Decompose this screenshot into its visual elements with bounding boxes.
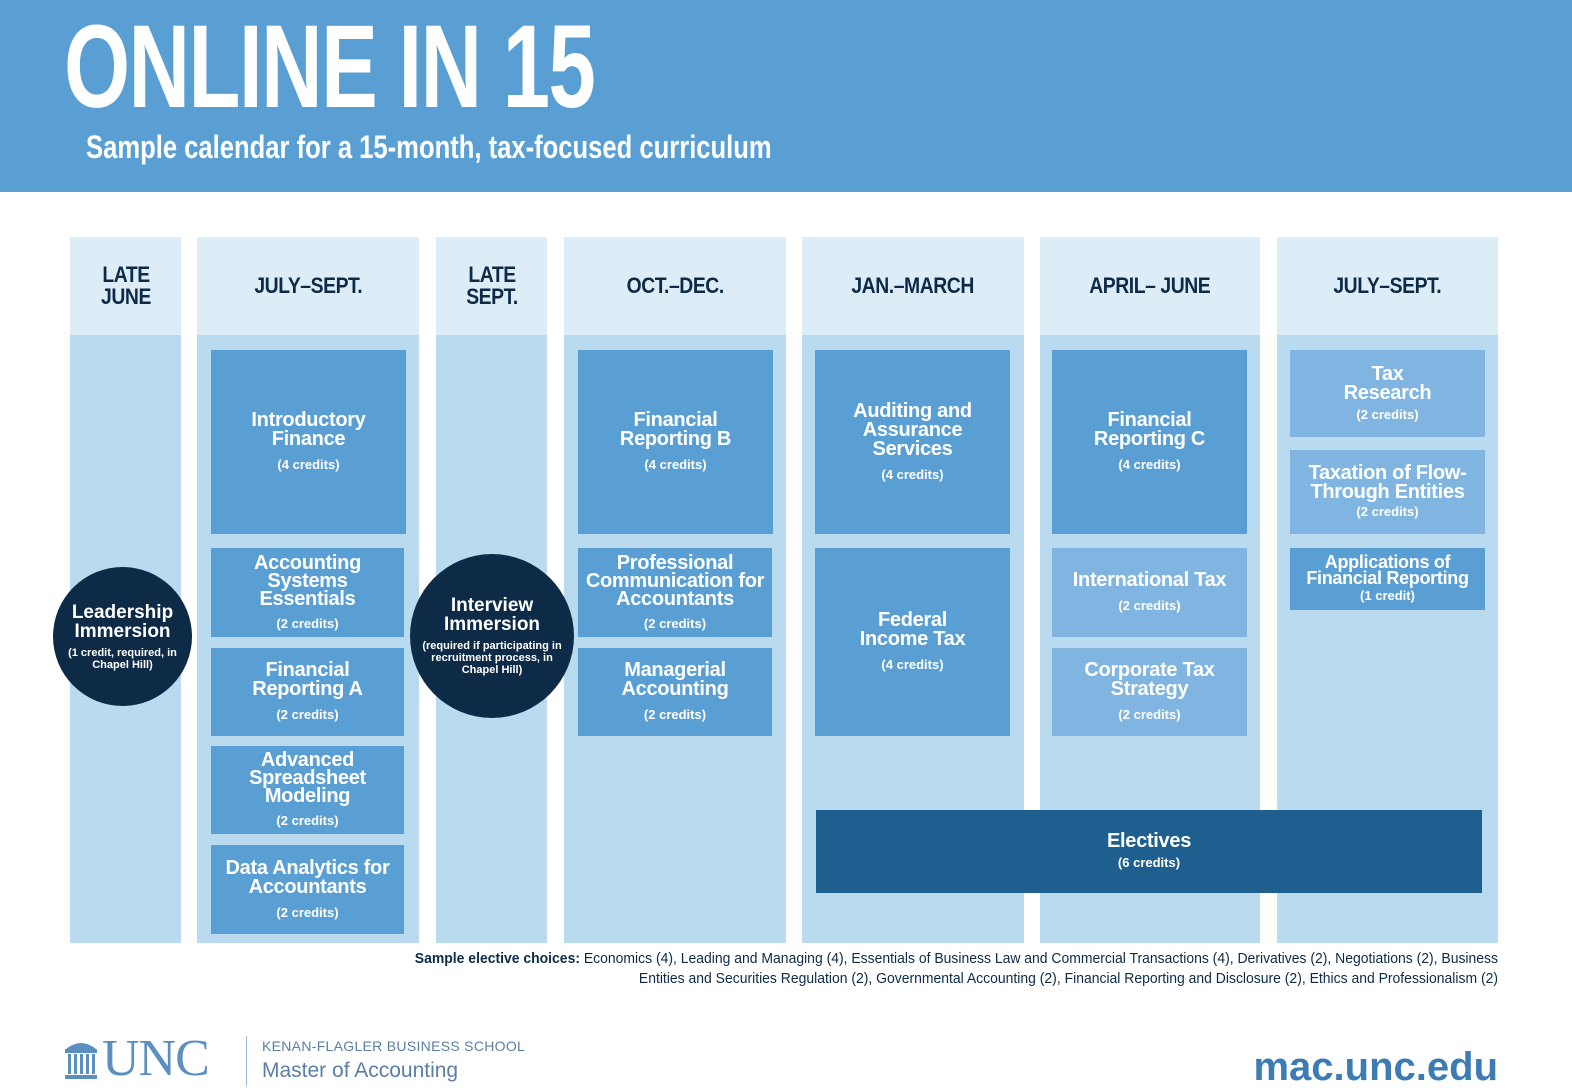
course-name: Advanced Spreadsheet Modeling: [249, 749, 366, 807]
course-credits: (2 credits): [276, 615, 339, 631]
course-credits: (4 credits): [1118, 457, 1181, 472]
column-header: LATE JUNE: [70, 237, 181, 335]
electives-name: Electives: [1106, 830, 1192, 852]
course-name: Data Analytics for Accountants: [225, 856, 390, 898]
course-credits: (2 credits): [1118, 598, 1181, 613]
course-auditing-assurance: Auditing and Assurance Services (4 credi…: [815, 350, 1010, 534]
column-header: JAN.–MARCH: [802, 237, 1024, 335]
course-credits: (2 credits): [1356, 406, 1419, 422]
course-name: Financial Reporting B: [619, 409, 732, 450]
course-credits: (2 credits): [1356, 504, 1419, 519]
page-subtitle: Sample calendar for a 15-month, tax-focu…: [86, 129, 772, 165]
immersion-name: Interview Immersion: [443, 595, 541, 635]
course-credits: (4 credits): [881, 466, 944, 482]
course-financial-reporting-a: Financial Reporting A (2 credits): [211, 648, 404, 736]
leadership-immersion-circle: Leadership Immersion (1 credit, required…: [53, 567, 192, 706]
unc-wordmark: UNC: [102, 1030, 210, 1087]
column-label: LATE SEPT.: [465, 262, 518, 309]
course-name: Auditing and Assurance Services: [853, 399, 972, 460]
course-credits: (2 credits): [1118, 707, 1181, 722]
sample-elective-choices: Sample elective choices: Economics (4), …: [365, 949, 1498, 989]
old-well-icon: [65, 1043, 97, 1079]
course-name: Federal Income Tax: [859, 609, 966, 650]
course-financial-reporting-b: Financial Reporting B (4 credits): [578, 350, 773, 534]
program-name: Master of Accounting: [262, 1059, 459, 1082]
course-managerial-accounting: Managerial Accounting (2 credits): [578, 648, 772, 736]
header-banner: ONLINE IN 15 Sample calendar for a 15-mo…: [0, 0, 1572, 192]
course-name: Professional Communication for Accountan…: [585, 551, 765, 610]
course-name: Introductory Finance: [251, 409, 366, 450]
course-professional-communication: Professional Communication for Accountan…: [578, 548, 772, 637]
column-header: JULY–SEPT.: [1277, 237, 1498, 335]
course-credits: (1 credit): [1360, 588, 1415, 603]
course-name: Corporate Tax Strategy: [1084, 659, 1215, 700]
course-credits: (2 credits): [643, 615, 707, 631]
school-name: KENAN-FLAGLER BUSINESS SCHOOL: [262, 1038, 526, 1054]
column-label: JAN.–MARCH: [851, 273, 975, 298]
course-advanced-spreadsheet-modeling: Advanced Spreadsheet Modeling (2 credits…: [211, 746, 404, 834]
course-name: Financial Reporting A: [252, 659, 363, 700]
course-name: International Tax: [1072, 569, 1227, 591]
unc-logo: UNC: [64, 1030, 210, 1087]
course-name: Managerial Accounting: [621, 659, 729, 700]
column-label: JULY–SEPT.: [254, 273, 362, 298]
page-title: ONLINE IN 15: [64, 1, 596, 133]
course-tax-research: Tax Research (2 credits): [1290, 350, 1485, 437]
course-financial-reporting-c: Financial Reporting C (4 credits): [1052, 350, 1247, 534]
course-credits: (4 credits): [881, 657, 944, 672]
column-header: APRIL– JUNE: [1040, 237, 1260, 335]
course-international-tax: International Tax (2 credits): [1052, 548, 1247, 637]
course-credits: (2 credits): [276, 707, 339, 722]
course-name: Financial Reporting C: [1093, 409, 1206, 450]
column-label: JULY–SEPT.: [1333, 273, 1442, 298]
immersion-note: (1 credit, required, in Chapel Hill): [68, 646, 177, 671]
website-link[interactable]: mac.unc.edu: [1253, 1045, 1498, 1089]
electives-bar: Electives (6 credits): [816, 810, 1482, 893]
elective-choices-text: Economics (4), Leading and Managing (4),…: [583, 950, 1498, 987]
course-introductory-finance: Introductory Finance (4 credits): [211, 350, 406, 534]
immersion-note: (required if participating in recruitmen…: [422, 640, 562, 676]
footer-divider: [246, 1036, 247, 1086]
course-corporate-tax-strategy: Corporate Tax Strategy (2 credits): [1052, 648, 1247, 736]
course-name: Taxation of Flow-Through Entities: [1308, 462, 1467, 503]
course-credits: (2 credits): [643, 707, 707, 722]
column-label: OCT.–DEC.: [626, 273, 724, 298]
course-name: Tax Research: [1343, 362, 1432, 404]
electives-credits: (6 credits): [1117, 855, 1181, 870]
immersion-name: Leadership Immersion: [71, 601, 174, 642]
column-header: JULY–SEPT.: [197, 237, 419, 335]
course-credits: (4 credits): [277, 457, 340, 472]
course-data-analytics: Data Analytics for Accountants (2 credit…: [211, 845, 404, 934]
column-header: LATE SEPT.: [436, 237, 547, 335]
column-header: OCT.–DEC.: [564, 237, 786, 335]
column-label: APRIL– JUNE: [1089, 273, 1211, 298]
course-taxation-flow-through: Taxation of Flow-Through Entities (2 cre…: [1290, 450, 1485, 534]
interview-immersion-circle: Interview Immersion (required if partici…: [410, 554, 574, 718]
course-credits: (2 credits): [276, 904, 339, 920]
course-applications-financial-reporting: Applications of Financial Reporting (1 c…: [1290, 548, 1485, 610]
course-name: Accounting Systems Essentials: [254, 551, 361, 610]
course-federal-income-tax: Federal Income Tax (4 credits): [815, 548, 1010, 736]
course-name: Applications of Financial Reporting: [1306, 552, 1469, 588]
course-accounting-systems-essentials: Accounting Systems Essentials (2 credits…: [211, 548, 404, 637]
column-label: LATE JUNE: [100, 262, 151, 309]
course-credits: (2 credits): [276, 813, 339, 828]
course-credits: (4 credits): [644, 457, 707, 472]
elective-choices-label: Sample elective choices:: [414, 950, 580, 967]
